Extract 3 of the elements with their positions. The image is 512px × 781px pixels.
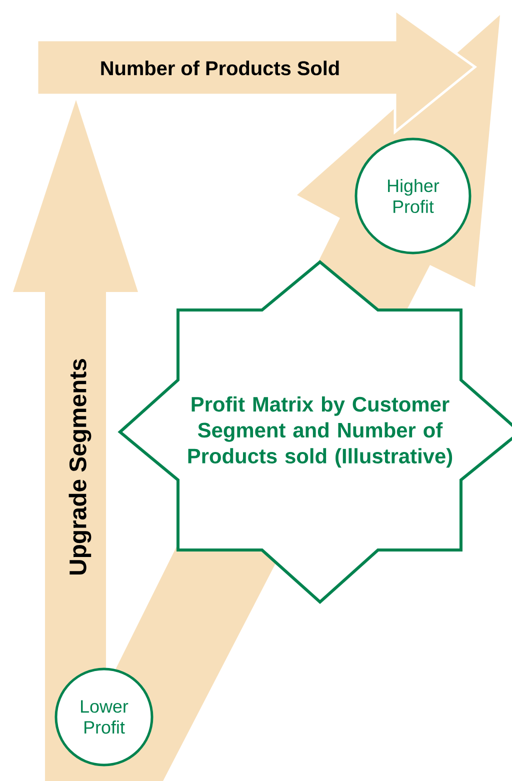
axis-label: Number of Products Sold: [101, 60, 339, 76]
node-label: Profit Matrix by Customer Segment and Number of Products sold (Illustrative): [188, 396, 452, 468]
axis-label: Upgrade Segments: [68, 359, 92, 574]
